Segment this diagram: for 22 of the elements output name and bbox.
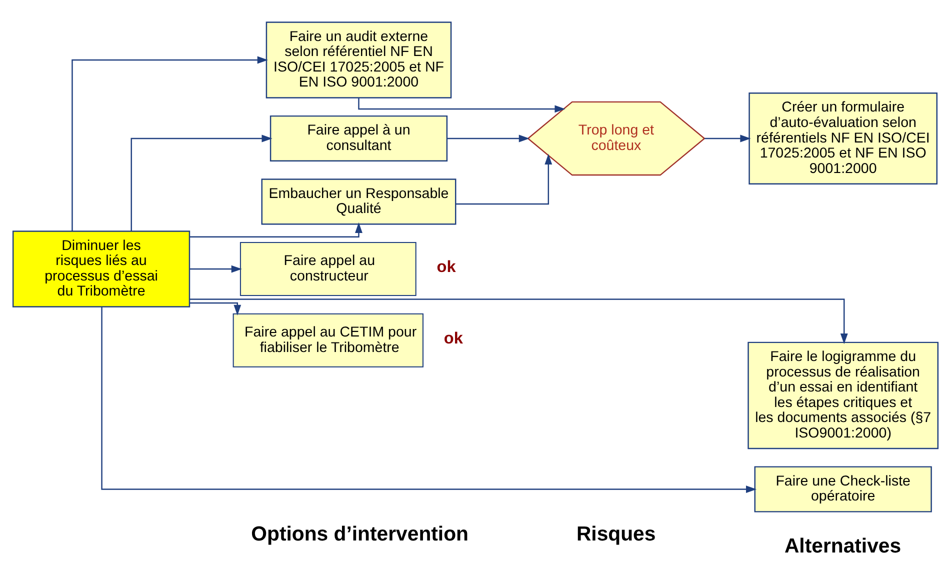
arrow <box>446 134 529 142</box>
arrow <box>189 222 362 237</box>
node-box: Faire appel à un consultant <box>269 114 448 162</box>
node-box: Diminuer les risques liés au processus d’essai du Tribomètre <box>12 230 190 307</box>
arrow <box>71 56 268 231</box>
arrow <box>100 306 756 492</box>
arrow <box>704 134 750 142</box>
node-box: Faire un audit externe selon référentiel NF EN ISO/CEI 17025:2005 et NF EN ISO 9001:2000 <box>265 21 452 98</box>
arrow <box>189 298 848 344</box>
label: Options d’intervention <box>250 522 468 545</box>
node-box: Embaucher un Responsable Qualité <box>260 178 456 224</box>
arrow <box>455 153 552 204</box>
label: Alternatives <box>784 534 901 557</box>
label: Risques <box>576 522 656 545</box>
node-label: ok <box>443 328 462 347</box>
node-box: Créer un formulaire d’auto-évaluation selon référentiels NF EN ISO/CEI 17025:2005 et NF EN ISO 9001:2000 <box>748 92 938 184</box>
arrow <box>189 302 241 315</box>
node-box: Faire le logigramme du processus de réalisation d’un essai en identifiant les étapes critiques et les documents associés (§7 ISO9001:2000) <box>747 341 938 449</box>
node-label: ok <box>436 257 456 276</box>
arrow <box>189 264 242 272</box>
node-box: Faire une Check-liste opératoire <box>754 466 932 512</box>
arrow <box>130 134 272 231</box>
